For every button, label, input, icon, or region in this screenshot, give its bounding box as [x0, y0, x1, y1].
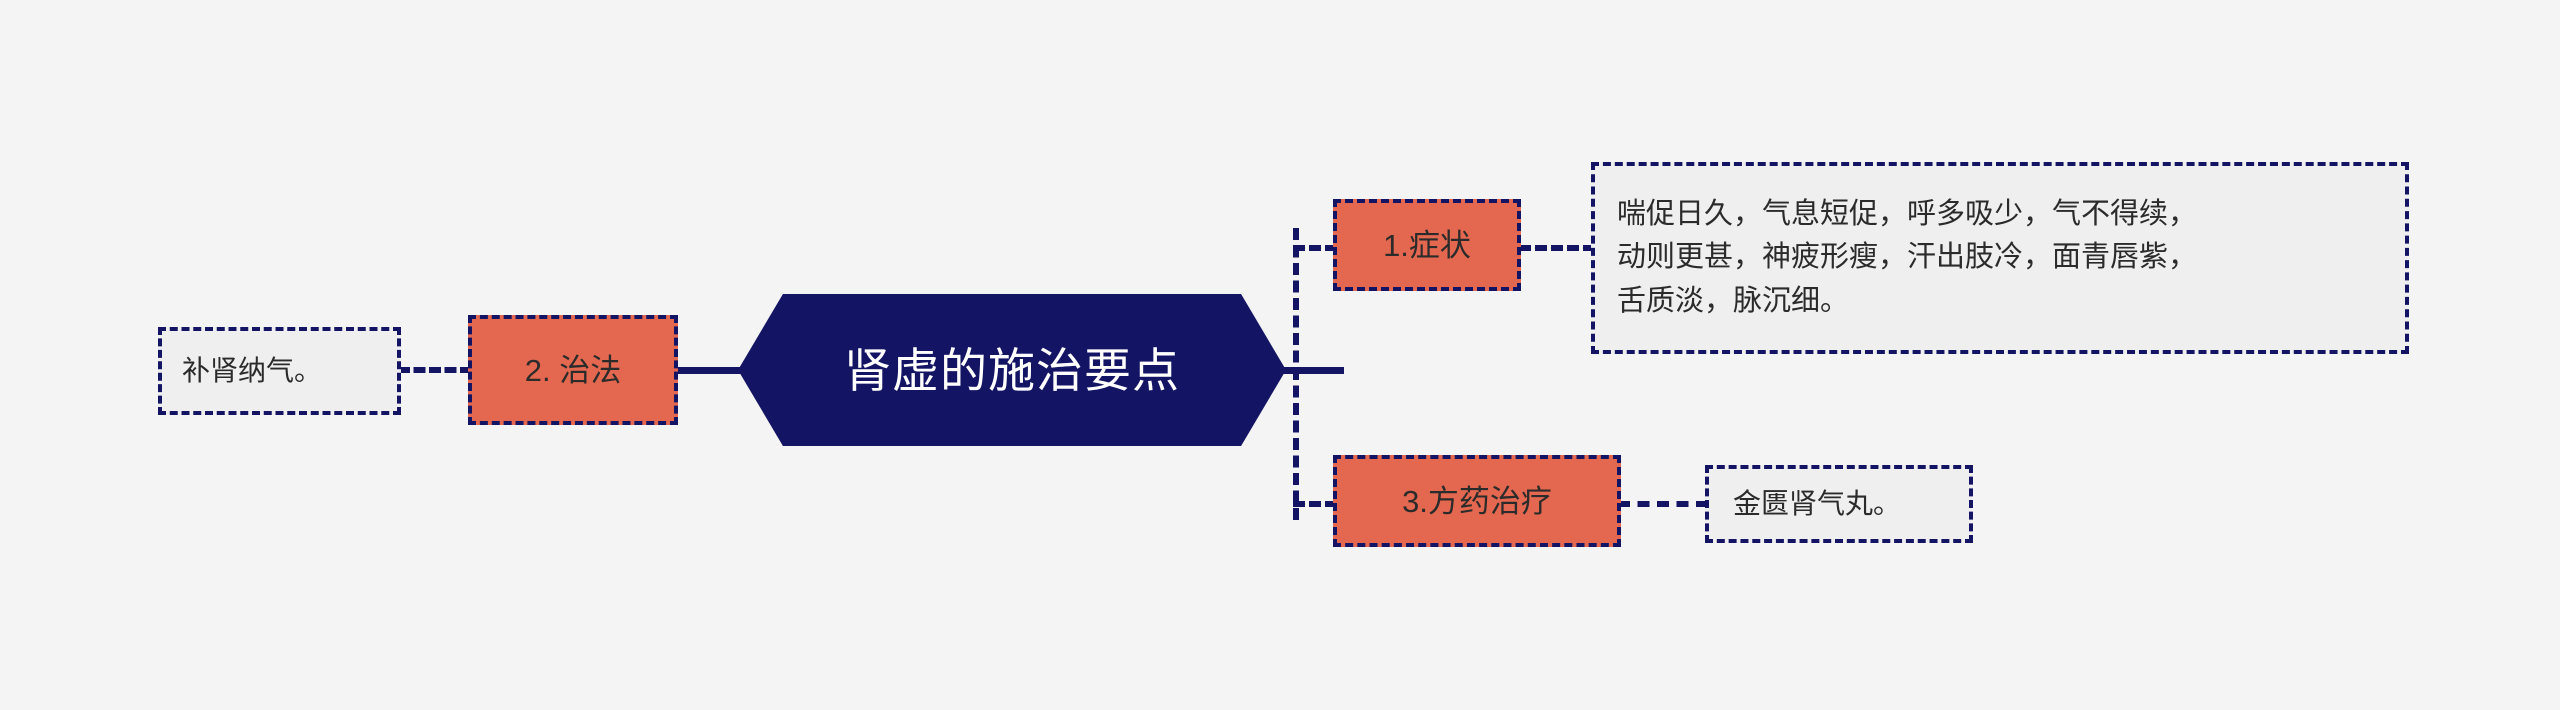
central-node-label: 肾虚的施治要点 [844, 343, 1180, 397]
connector-center-to-zhifa [672, 367, 742, 374]
detail-box-fangyao[interactable]: 金匮肾气丸。 [1705, 465, 1973, 543]
central-node[interactable]: 肾虚的施治要点 [738, 294, 1286, 446]
detail-text-zhengzhuang: 喘促日久，气息短促，呼多吸少，气不得续， 动则更甚，神疲形瘦，汗出肢冷，面青唇紫… [1617, 197, 2198, 317]
topic-label-zhifa: 2. 治法 [524, 352, 622, 388]
detail-text-zhifa: 补肾纳气。 [182, 355, 323, 386]
connector-center-to-spine [1282, 367, 1344, 374]
detail-box-zhifa[interactable]: 补肾纳气。 [158, 327, 401, 415]
connector-zhifa-to-detail [398, 367, 472, 373]
topic-box-fangyao[interactable]: 3.方药治疗 [1333, 455, 1621, 547]
connector-fangyao-to-detail [1618, 501, 1708, 507]
connector-right-spine [1293, 228, 1299, 520]
topic-box-zhengzhuang[interactable]: 1.症状 [1333, 199, 1521, 291]
connector-zhengzhuang-to-detail [1519, 245, 1595, 251]
connector-spine-to-fangyao [1293, 501, 1337, 507]
topic-label-zhengzhuang: 1.症状 [1383, 227, 1471, 263]
topic-box-zhifa[interactable]: 2. 治法 [468, 315, 678, 425]
detail-box-zhengzhuang[interactable]: 喘促日久，气息短促，呼多吸少，气不得续， 动则更甚，神疲形瘦，汗出肢冷，面青唇紫… [1591, 162, 2409, 354]
connector-spine-to-zhengzhuang [1293, 245, 1337, 251]
topic-label-fangyao: 3.方药治疗 [1402, 483, 1552, 519]
detail-text-fangyao: 金匮肾气丸。 [1733, 488, 1902, 519]
